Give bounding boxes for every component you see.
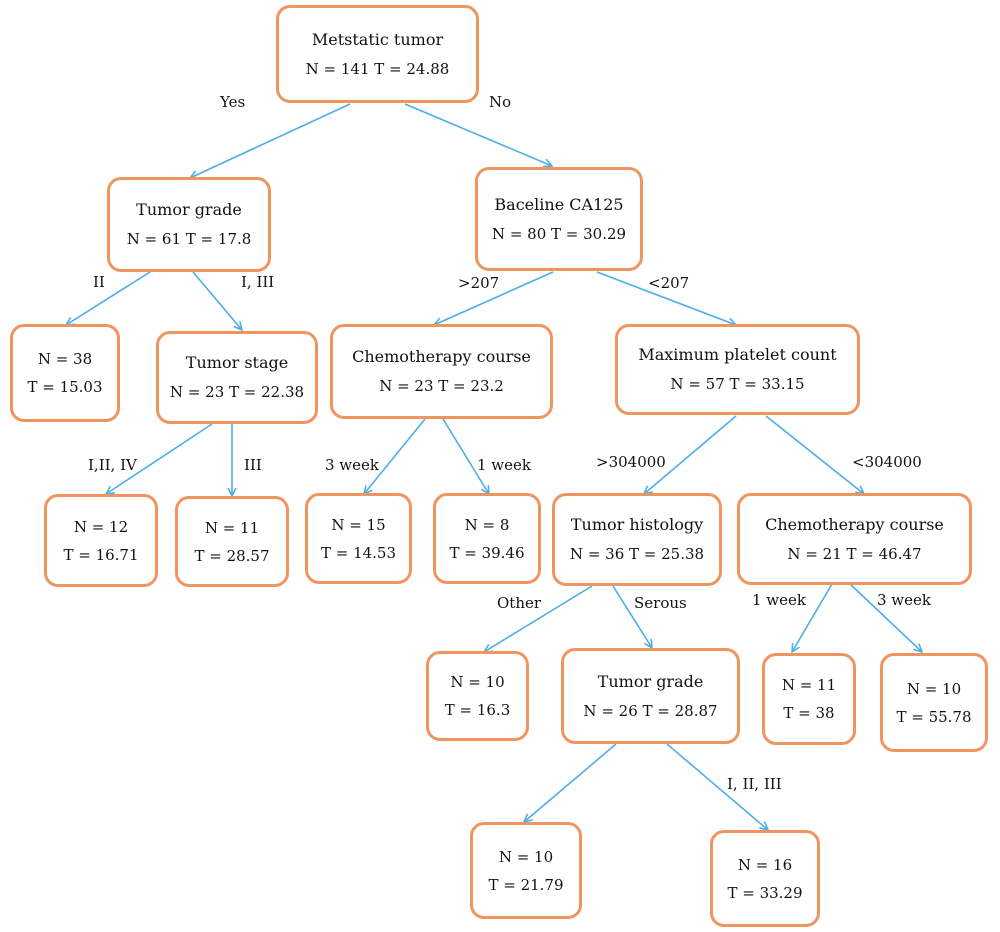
edge-root-to-tumor-grade <box>190 103 351 178</box>
edge-ca125-to-chemo-course <box>434 271 554 325</box>
leaf-t: T = 33.29 <box>727 883 803 902</box>
edge-label-chemo2-3week: 3 week <box>877 591 931 609</box>
leaf-n: N = 8 <box>464 515 510 534</box>
edge-tumor-stage-to-n12 <box>106 423 213 494</box>
node-baseline-ca125: Baceline CA125 N = 80 T = 30.29 <box>475 167 643 271</box>
leaf-t: T = 21.79 <box>488 875 564 894</box>
edge-max-platelet-to-histology <box>644 415 737 494</box>
leaf-t: T = 39.46 <box>449 543 525 562</box>
node-stat: N = 80 T = 30.29 <box>491 224 627 243</box>
node-title: Tumor histology <box>570 515 704 534</box>
node-tumor-grade-2: Tumor grade N = 26 T = 28.87 <box>561 648 740 744</box>
edge-label-chemo-3week: 3 week <box>325 456 379 474</box>
node-tumor-grade: Tumor grade N = 61 T = 17.8 <box>107 177 271 272</box>
node-stat: N = 21 T = 46.47 <box>787 544 922 563</box>
leaf-n: N = 10 <box>906 679 962 698</box>
leaf-t: T = 14.53 <box>320 543 397 562</box>
edge-tumor-grade-to-tumor-stage <box>192 271 242 330</box>
node-title: Tumor stage <box>185 353 289 372</box>
edge-histology-to-tumor-grade-2 <box>612 585 652 648</box>
node-tumor-histology: Tumor histology N = 36 T = 25.38 <box>552 493 722 586</box>
node-title: Tumor grade <box>597 671 704 691</box>
node-metastatic-tumor: Metstatic tumor N = 141 T = 24.88 <box>276 5 479 103</box>
node-stat: N = 26 T = 28.87 <box>583 701 718 720</box>
leaf-n: N = 16 <box>737 855 793 874</box>
edge-label-hist-serous: Serous <box>634 594 687 612</box>
edge-label-hist-other: Other <box>497 594 542 612</box>
node-title: Tumor grade <box>136 200 242 219</box>
edge-label-yes: Yes <box>220 93 246 111</box>
edge-tumor-grade-2-to-n16 <box>666 743 768 830</box>
leaf-t: T = 38 <box>783 704 835 722</box>
node-title: Metstatic tumor <box>311 29 444 49</box>
edge-label-chemo-1week: 1 week <box>477 456 531 474</box>
edge-label-grade2-i-ii-iii: I, II, III <box>727 775 782 793</box>
leaf-n10-other: N = 10 T = 16.3 <box>426 651 529 741</box>
edge-label-grade-ii: II <box>93 273 105 291</box>
node-chemotherapy-course: Chemotherapy course N = 23 T = 23.2 <box>330 324 553 419</box>
edge-label-ca-gt: >207 <box>458 274 500 292</box>
node-stat: N = 36 T = 25.38 <box>569 545 705 563</box>
edge-label-no: No <box>489 93 512 111</box>
leaf-n: N = 12 <box>73 517 129 536</box>
edge-label-stage-i-ii-iv: I,II, IV <box>88 456 137 474</box>
node-tumor-stage: Tumor stage N = 23 T = 22.38 <box>156 331 318 424</box>
leaf-n10-grade: N = 10 T = 21.79 <box>470 822 582 919</box>
leaf-n: N = 11 <box>204 518 260 537</box>
node-title: Baceline CA125 <box>494 194 624 214</box>
leaf-n11-stage: N = 11 T = 28.57 <box>175 496 289 587</box>
node-maximum-platelet-count: Maximum platelet count N = 57 T = 33.15 <box>615 324 860 415</box>
edge-label-plt-gt: >304000 <box>596 453 666 471</box>
leaf-n12: N = 12 T = 16.71 <box>44 494 158 587</box>
edge-max-platelet-to-chemo-course-2 <box>765 415 864 494</box>
node-title: Maximum platelet count <box>638 345 837 364</box>
leaf-t: T = 28.57 <box>194 546 270 565</box>
node-stat: N = 141 T = 24.88 <box>305 59 450 78</box>
edge-chemo-course-to-n8 <box>442 418 489 494</box>
leaf-t: T = 55.78 <box>896 707 972 726</box>
edge-label-plt-lt: <304000 <box>852 453 922 471</box>
node-stat: N = 61 T = 17.8 <box>126 230 252 248</box>
node-title: Chemotherapy course <box>352 347 531 366</box>
leaf-n16: N = 16 T = 33.29 <box>710 830 820 927</box>
leaf-n10-chemo: N = 10 T = 55.78 <box>880 653 988 752</box>
leaf-t: T = 16.71 <box>63 545 139 564</box>
edge-chemo-course-2-to-n11 <box>792 583 833 652</box>
edge-tumor-grade-to-n38 <box>66 271 151 325</box>
edge-chemo-course-to-n15 <box>364 418 426 494</box>
leaf-n: N = 10 <box>450 673 505 691</box>
edge-ca125-to-max-platelet <box>596 271 736 325</box>
node-stat: N = 57 T = 33.15 <box>670 375 805 393</box>
edge-root-to-baseline-ca125 <box>404 103 552 166</box>
leaf-n15: N = 15 T = 14.53 <box>305 493 412 584</box>
leaf-n11-chemo: N = 11 T = 38 <box>762 653 856 745</box>
leaf-n: N = 11 <box>781 676 837 694</box>
edge-histology-to-n10 <box>484 585 593 652</box>
edge-label-chemo2-1week: 1 week <box>752 591 806 609</box>
node-stat: N = 23 T = 23.2 <box>379 377 504 395</box>
leaf-t: T = 16.3 <box>444 701 511 719</box>
edge-chemo-course-2-to-n10 <box>849 583 922 652</box>
node-title: Chemotherapy course <box>765 514 944 534</box>
leaf-n: N = 15 <box>331 515 386 534</box>
node-stat: N = 23 T = 22.38 <box>169 383 305 401</box>
edge-label-stage-iii: III <box>244 456 262 474</box>
leaf-n: N = 38 <box>37 350 93 368</box>
node-chemotherapy-course-2: Chemotherapy course N = 21 T = 46.47 <box>737 493 972 585</box>
edge-tumor-grade-2-to-n10 <box>524 743 617 822</box>
leaf-n38: N = 38 T = 15.03 <box>10 324 120 422</box>
edge-label-grade-i-iii: I, III <box>241 273 275 291</box>
leaf-n8: N = 8 T = 39.46 <box>433 493 541 584</box>
leaf-n: N = 10 <box>498 847 554 866</box>
leaf-t: T = 15.03 <box>27 378 103 396</box>
edge-label-ca-lt: <207 <box>648 274 690 292</box>
